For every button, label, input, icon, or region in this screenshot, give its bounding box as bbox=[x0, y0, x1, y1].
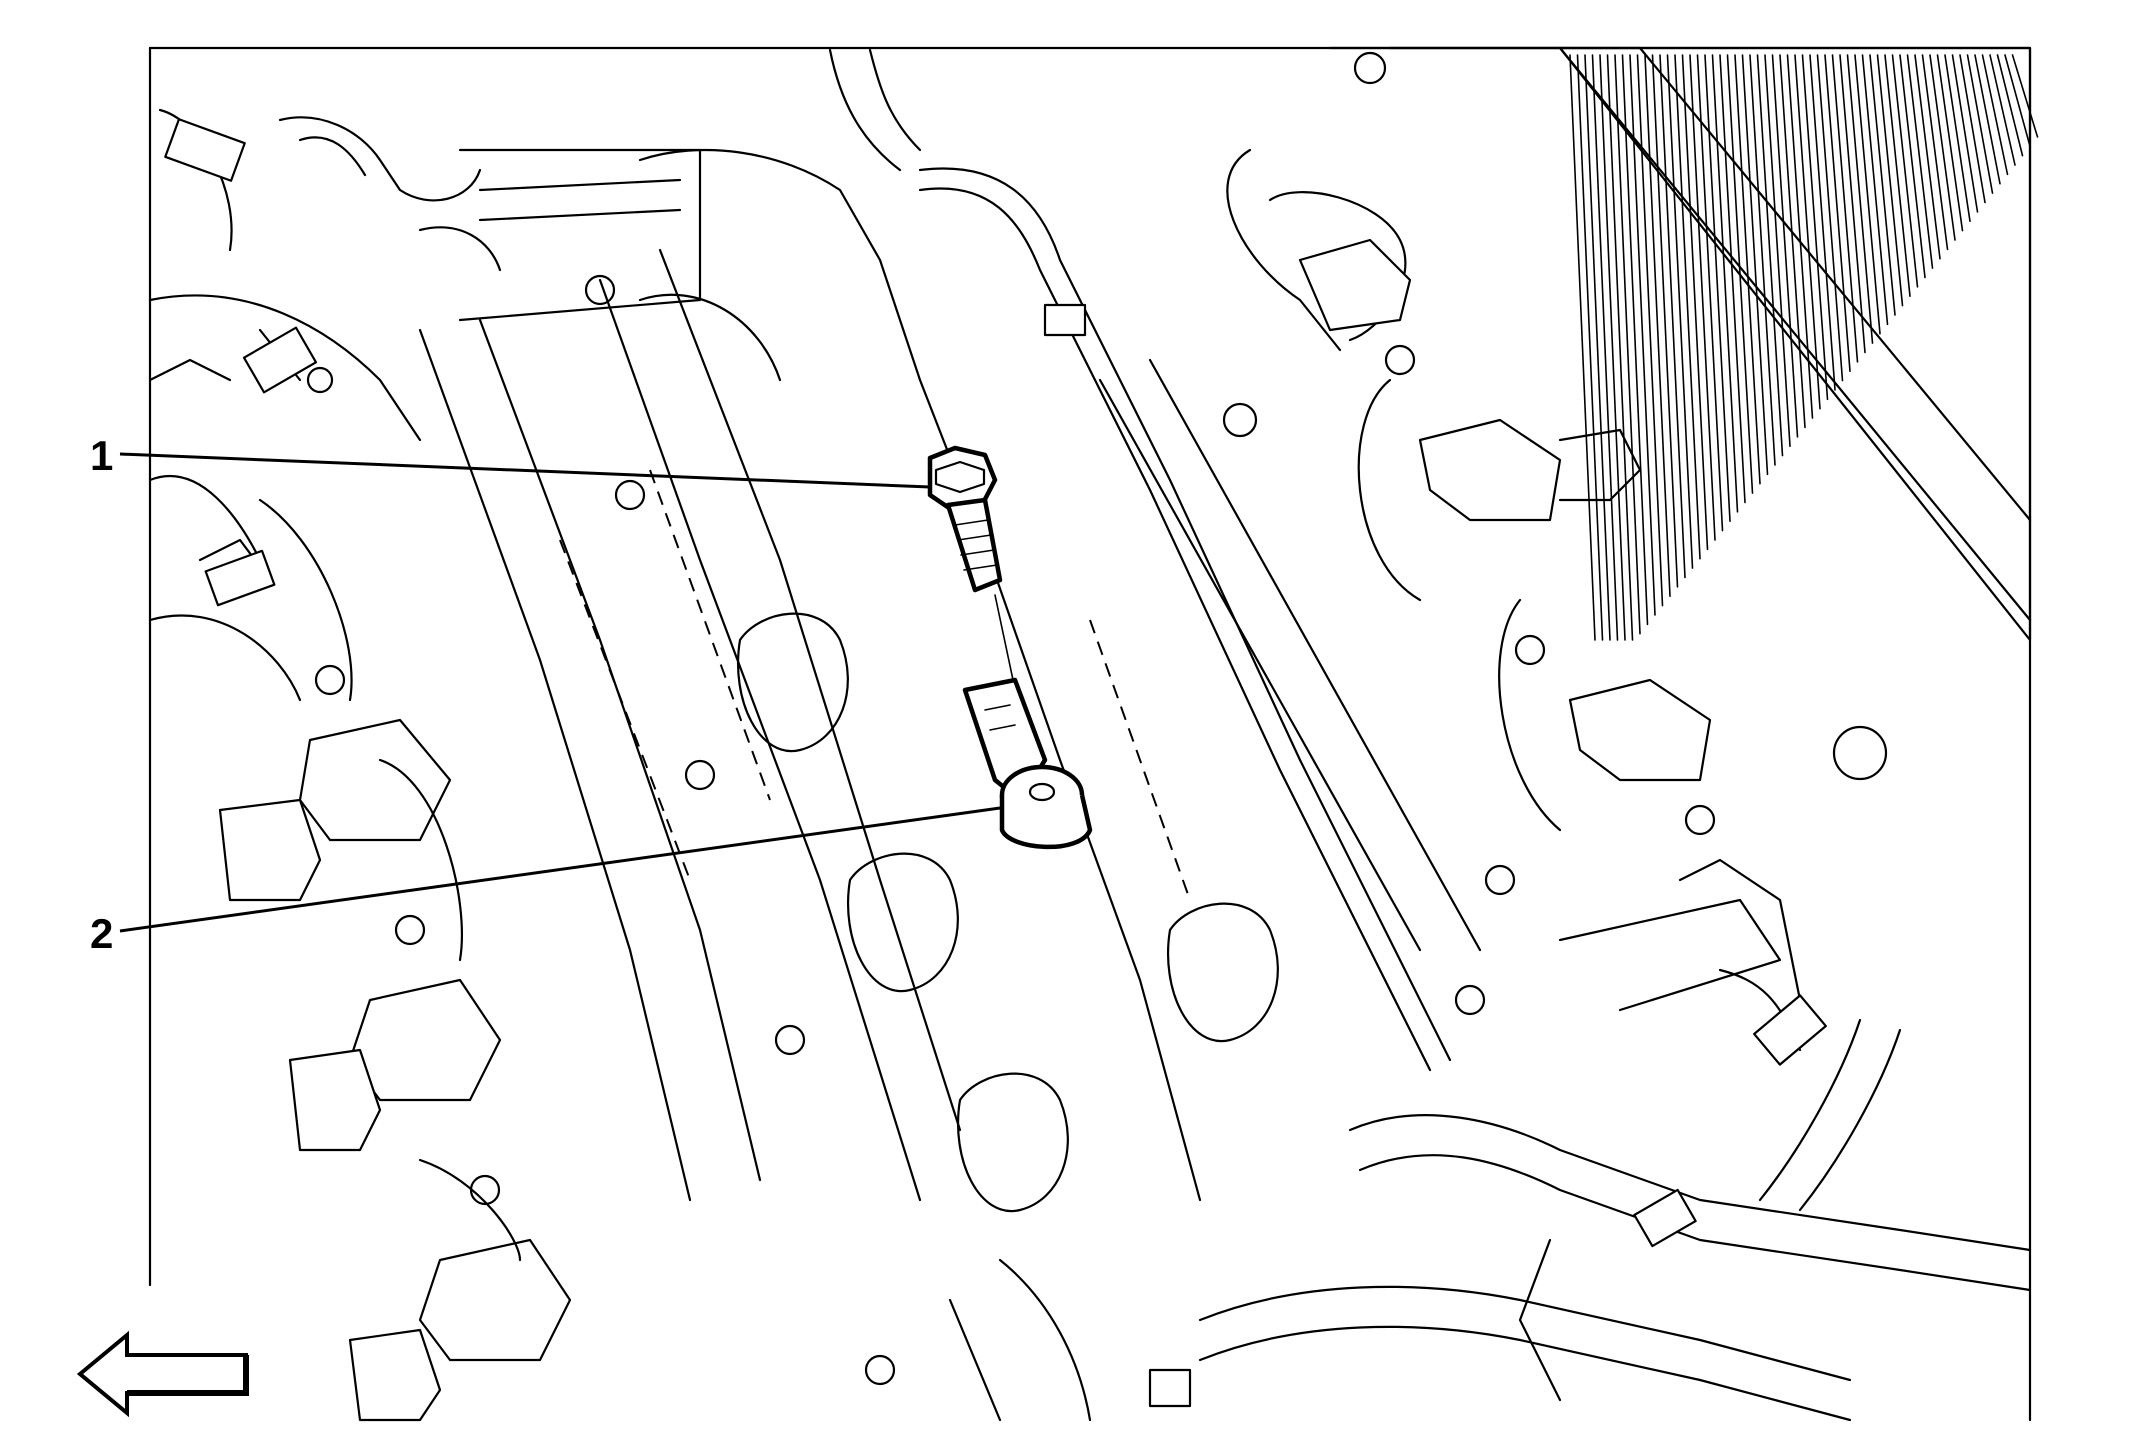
radiator-fin bbox=[1899, 54, 1926, 279]
radiator-fin bbox=[1786, 54, 1814, 419]
radiator-fin bbox=[1839, 54, 1866, 354]
radiator-fin bbox=[1966, 54, 1994, 194]
radiator-fin bbox=[1674, 54, 1701, 560]
radiator-fin bbox=[1606, 54, 1634, 641]
radiator-fin bbox=[1951, 54, 1979, 213]
top-hoses bbox=[158, 48, 922, 607]
fuel-tube bbox=[918, 167, 1452, 1072]
radiator-fin bbox=[1569, 54, 1596, 641]
radiator-fin bbox=[2011, 54, 2039, 138]
callout-2-label: 2 bbox=[90, 910, 113, 957]
radiator-fin bbox=[1914, 54, 1941, 260]
radiator-fin bbox=[1981, 54, 2009, 176]
engine-background-linework bbox=[148, 46, 2039, 1422]
radiator-fin bbox=[1906, 54, 1934, 269]
radiator-fin bbox=[1696, 54, 1724, 532]
radiator-fin bbox=[1944, 54, 1971, 223]
radiator-fin bbox=[1599, 54, 1626, 641]
radiator-fin bbox=[1756, 54, 1784, 457]
radiator-fin bbox=[1666, 54, 1694, 569]
knock-sensor bbox=[962, 594, 1093, 850]
radiator-fin bbox=[1996, 54, 2024, 157]
radiator-fin bbox=[1816, 54, 1844, 382]
callout-1-label: 1 bbox=[90, 432, 113, 479]
radiator-fin bbox=[1591, 54, 1619, 641]
radiator-fin bbox=[1689, 54, 1716, 541]
callout-1-leader bbox=[119, 452, 931, 489]
radiator-fin bbox=[1876, 54, 1904, 307]
intake-manifold bbox=[418, 148, 1279, 1213]
radiator-fin bbox=[1801, 54, 1829, 401]
radiator-fin bbox=[2004, 54, 2031, 148]
radiator-fin bbox=[1989, 54, 2016, 166]
right-cylinder-bank bbox=[1098, 148, 1802, 1016]
radiator-fin bbox=[1854, 54, 1881, 335]
radiator-fin bbox=[1824, 54, 1851, 373]
radiator-fin bbox=[1584, 54, 1611, 641]
radiator-fin bbox=[1869, 54, 1896, 316]
radiator-fin bbox=[1974, 54, 2001, 185]
radiator-fin bbox=[1771, 54, 1799, 438]
radiator-fin bbox=[1891, 54, 1919, 288]
radiator-fin bbox=[1936, 54, 1964, 232]
radiator-fin bbox=[1681, 54, 1709, 551]
radiator-fin bbox=[1659, 54, 1686, 579]
radiator-fin bbox=[1644, 54, 1671, 598]
bolt bbox=[927, 445, 1003, 593]
radiator-fin bbox=[1621, 54, 1649, 626]
radiator-fin bbox=[1704, 54, 1731, 523]
front-direction-arrow-icon bbox=[76, 1330, 249, 1418]
radiator-fin bbox=[1711, 54, 1739, 513]
radiator-fin bbox=[1794, 54, 1821, 410]
radiator-fin bbox=[1719, 54, 1746, 504]
radiator-fin bbox=[1576, 54, 1604, 641]
callout-2-leader bbox=[119, 806, 1001, 933]
radiator-fin bbox=[1629, 54, 1656, 616]
radiator-fin bbox=[1749, 54, 1776, 466]
radiator-fin bbox=[1884, 54, 1911, 298]
radiator bbox=[1328, 46, 2039, 781]
radiator-fin bbox=[1651, 54, 1679, 588]
radiator-fin bbox=[1809, 54, 1836, 391]
radiator-fin bbox=[1929, 54, 1956, 241]
left-cylinder-bank bbox=[148, 274, 896, 1422]
radiator-fin bbox=[1921, 54, 1949, 251]
radiator-fin bbox=[1741, 54, 1769, 476]
bottom-hoses bbox=[948, 968, 2032, 1422]
radiator-fin bbox=[1614, 54, 1641, 635]
radiator-fin bbox=[1831, 54, 1859, 363]
radiator-fin bbox=[1636, 54, 1664, 607]
radiator-fin bbox=[1734, 54, 1761, 485]
radiator-fin bbox=[1764, 54, 1791, 448]
radiator-fin bbox=[1959, 54, 1986, 204]
radiator-fin bbox=[1861, 54, 1889, 326]
radiator-fin bbox=[1779, 54, 1806, 429]
radiator-fin bbox=[1726, 54, 1754, 494]
radiator-fin bbox=[1846, 54, 1874, 344]
